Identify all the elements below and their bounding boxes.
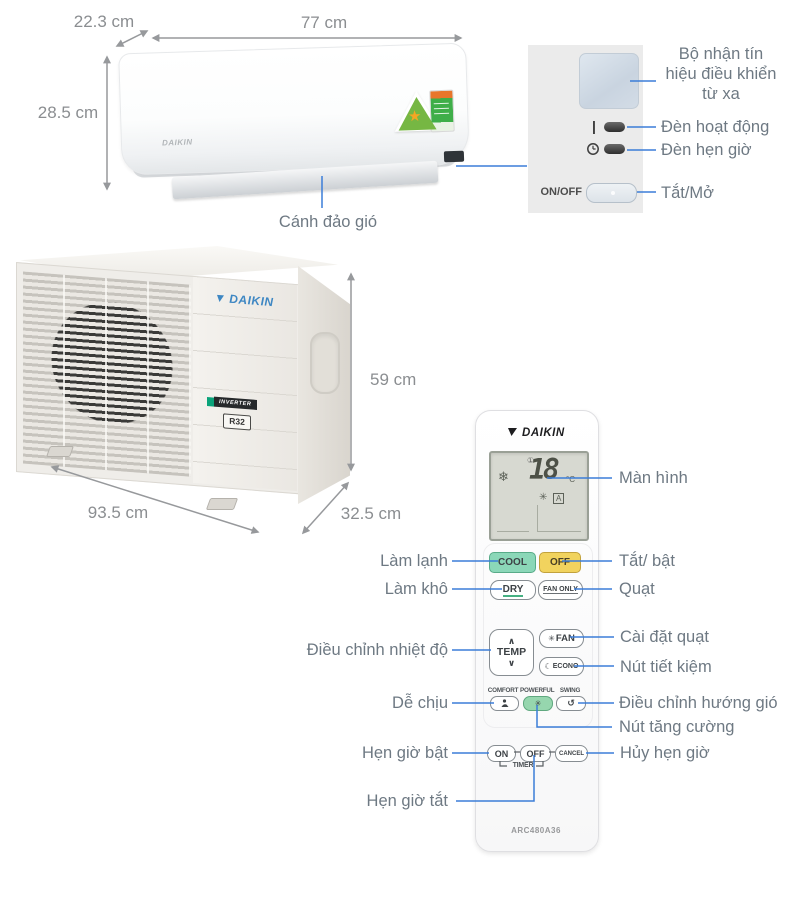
- star-icon: ★: [407, 107, 422, 126]
- powerful-icon: ✳: [534, 699, 542, 708]
- remote-daikin-logo: DAIKIN: [475, 427, 597, 439]
- onoff-annotation: Tắt/Mở: [661, 184, 714, 202]
- timer-cancel-annotation: Hủy hẹn giờ: [620, 744, 710, 762]
- indoor-depth-dimension: 22.3 cm: [73, 12, 135, 31]
- comfort-label: COMFORT: [487, 687, 519, 694]
- inverter-green-square: [207, 396, 214, 407]
- outdoor-depth-dimension: 32.5 cm: [340, 504, 402, 523]
- timer-led: [604, 144, 625, 154]
- lcd-segment-line: [537, 505, 538, 531]
- screen-annotation: Màn hình: [619, 469, 688, 487]
- fan-annotation: Quạt: [619, 580, 655, 598]
- flap-annotation: Cánh đảo gió: [278, 213, 378, 231]
- powerful-label: POWERFUL: [520, 687, 555, 694]
- operation-led: [604, 122, 625, 132]
- fan-only-button: FAN ONLY: [538, 580, 583, 600]
- indoor-height-dimension: 28.5 cm: [37, 103, 99, 122]
- econo-annotation: Nút tiết kiệm: [620, 658, 712, 676]
- fan-setting-annotation: Cài đặt quạt: [620, 628, 709, 646]
- outdoor-handle: [310, 332, 340, 394]
- outdoor-height-dimension: 59 cm: [370, 370, 417, 389]
- lcd-temperature: 18: [529, 453, 560, 486]
- daikin-mark-icon: [508, 428, 518, 436]
- indoor-daikin-logo: DAIKIN: [161, 137, 193, 148]
- econo-icon: ☾: [544, 662, 552, 671]
- comfort-button: [490, 696, 519, 711]
- fan-button: ✳ FAN: [539, 629, 584, 648]
- lcd-segment-line: [537, 531, 581, 532]
- label-line: [433, 107, 449, 110]
- lcd-mode-a: A: [553, 493, 565, 504]
- signal-receiver: [579, 53, 639, 109]
- cancel-button: CANCEL: [555, 745, 588, 762]
- onoff-button-text: ON/OFF: [540, 186, 582, 198]
- timer-led-annotation: Đèn hẹn giờ: [661, 141, 752, 159]
- econo-button-label: ECONO: [552, 663, 579, 670]
- outdoor-fan-grille: [23, 271, 191, 477]
- daikin-mark-icon: [217, 294, 225, 303]
- outdoor-daikin-logo: DAIKIN: [193, 289, 297, 311]
- indoor-display-window: [443, 150, 465, 163]
- outdoor-side-panel: DAIKIN INVERTER R32: [193, 276, 297, 492]
- swing-button: ↺: [556, 696, 586, 711]
- outdoor-right-side: [298, 266, 350, 504]
- swing-label: SWING: [559, 687, 581, 694]
- person-icon: [501, 699, 508, 707]
- powerful-button: ✳: [523, 696, 553, 711]
- fan-button-label: FAN: [555, 633, 575, 644]
- dry-button: DRY: [490, 580, 536, 600]
- label-line: [434, 112, 450, 115]
- receiver-annotation: Bộ nhận tín hiệu điều khiển từ xa: [660, 44, 782, 104]
- power-annotation: Tắt/ bật: [619, 552, 675, 570]
- fan-icon: ✳: [548, 634, 555, 643]
- outdoor-width-dimension: 93.5 cm: [87, 503, 149, 522]
- lcd-fan-icon: ✳: [539, 492, 548, 503]
- r32-badge: R32: [223, 413, 251, 431]
- dry-button-label: DRY: [502, 583, 524, 597]
- operation-led-annotation: Đèn hoạt động: [661, 118, 770, 136]
- lcd-power-icon: ①: [527, 456, 535, 465]
- swing-icon: ↺: [567, 698, 575, 708]
- timer-off-button: OFF: [520, 745, 551, 762]
- snowflake-icon: ❄: [498, 469, 509, 484]
- temp-button-label: TEMP: [496, 646, 527, 658]
- temperature-annotation: Điều chỉnh nhiệt độ: [306, 641, 448, 659]
- indoor-width-dimension: 77 cm: [300, 13, 348, 32]
- timer-on-annotation: Hẹn giờ bật: [361, 744, 448, 762]
- temp-button: ∧ TEMP ∨: [489, 629, 534, 676]
- lcd-unit: °C: [566, 475, 575, 484]
- cooling-annotation: Làm lạnh: [380, 552, 448, 570]
- outdoor-foot: [45, 446, 75, 457]
- label-line: [433, 102, 449, 105]
- remote-lcd-screen: ① ❄ 18 °C ✳ A: [489, 451, 589, 541]
- timer-on-button: ON: [487, 745, 516, 762]
- cool-button: COOL: [489, 552, 536, 573]
- clock-icon: [586, 142, 600, 161]
- chevron-up-icon: ∧: [507, 636, 516, 646]
- receiver-annotation-line2: hiệu điều khiển: [665, 65, 777, 83]
- lcd-segment-line: [497, 531, 529, 532]
- drying-annotation: Làm khô: [384, 580, 448, 598]
- inverter-badge-text: INVERTER: [214, 396, 257, 410]
- wind-direction-annotation: Điều chỉnh hướng gió: [619, 694, 778, 712]
- comfort-annotation: Dễ chịu: [392, 694, 448, 712]
- fan-only-label: FAN ONLY: [543, 586, 578, 594]
- inverter-badge: INVERTER: [207, 396, 257, 410]
- outdoor-foot: [205, 498, 239, 510]
- receiver-annotation-line1: Bộ nhận tín: [678, 45, 764, 63]
- outdoor-unit: DAIKIN INVERTER R32: [12, 246, 357, 521]
- outdoor-front-face: DAIKIN INVERTER R32: [16, 262, 300, 495]
- onoff-button: [586, 183, 637, 203]
- econo-button: ☾ ECONO: [539, 657, 584, 676]
- timer-off-annotation: Hẹn giờ tắt: [366, 792, 448, 810]
- remote-brand-text: DAIKIN: [522, 427, 565, 439]
- receiver-annotation-line3: từ xa: [702, 85, 740, 103]
- timer-group-label: TIMER: [512, 762, 534, 769]
- powerful-annotation: Nút tăng cường: [619, 718, 735, 736]
- off-button: OFF: [539, 552, 581, 573]
- remote-model-number: ARC480A36: [511, 826, 561, 835]
- power-mark: |: [592, 118, 596, 134]
- outdoor-brand-text: DAIKIN: [229, 291, 274, 310]
- chevron-down-icon: ∨: [507, 658, 516, 668]
